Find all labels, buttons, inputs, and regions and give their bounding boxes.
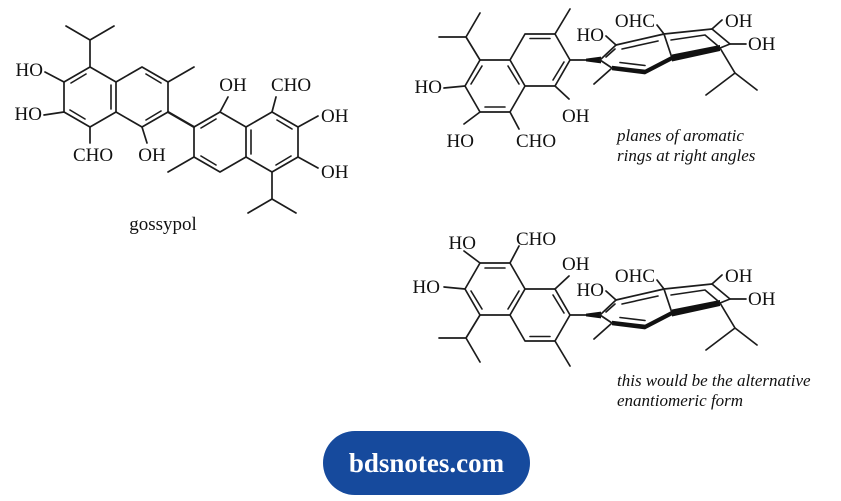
flat-double-bonds xyxy=(470,37,565,108)
atom-label-ho: HO xyxy=(577,25,604,46)
flat-substituent-bonds xyxy=(438,245,591,367)
gossypol-ring-left-a xyxy=(63,66,117,128)
atom-label-cho: CHO xyxy=(516,131,556,152)
atom-label-cho: CHO xyxy=(516,229,556,250)
gossypol-structure: HO HO CHO OH OH CHO OH OH gossypol xyxy=(15,25,349,235)
atom-label-cho: CHO xyxy=(73,145,113,166)
atom-label-oh: OH xyxy=(138,145,166,166)
biaryl-wedge xyxy=(586,311,601,319)
perspective-front-wedge xyxy=(612,320,645,330)
atom-label-ohc: OHC xyxy=(615,266,655,287)
gossypol-ring-right-b xyxy=(245,111,299,173)
atom-label-oh: OH xyxy=(725,266,753,287)
gossypol-caption: gossypol xyxy=(129,214,197,235)
atom-label-ohc: OHC xyxy=(615,11,655,32)
atom-label-ho: HO xyxy=(15,104,42,125)
right-angle-note-line1: planes of aromatic xyxy=(616,126,744,145)
atom-label-ho: HO xyxy=(447,131,474,152)
perspective-front-wedge xyxy=(645,310,672,330)
atom-label-oh: OH xyxy=(562,254,590,275)
enantiomer-note-line2: enantiomeric form xyxy=(617,391,743,410)
gossypol-biaryl-bond xyxy=(166,110,196,129)
right-angle-structure: HO HO CHO OH HO OHC OH OH planes of arom… xyxy=(415,8,776,165)
bdsnotes-badge-label: bdsnotes.com xyxy=(348,447,505,478)
gossypol-substituent-bonds xyxy=(43,25,319,214)
flat-ring-a xyxy=(464,262,526,316)
atom-label-ho: HO xyxy=(577,280,604,301)
atom-label-ho: HO xyxy=(415,77,442,98)
bdsnotes-badge[interactable]: bdsnotes.com xyxy=(323,431,530,495)
atom-label-oh: OH xyxy=(725,11,753,32)
flat-substituent-bonds xyxy=(438,8,591,130)
enantiomer-structure: HO HO CHO OH HO OHC OH OH this would be … xyxy=(413,229,811,410)
perspective-double-bonds xyxy=(605,289,719,322)
perspective-substituent-bonds xyxy=(593,19,758,96)
gossypol-ring-left-b xyxy=(115,66,169,128)
enantiomer-note-line1: this would be the alternative xyxy=(617,371,811,390)
gossypol-double-bonds xyxy=(69,73,293,166)
atom-label-oh: OH xyxy=(321,106,349,127)
atom-label-ho: HO xyxy=(16,60,43,81)
flat-double-bonds xyxy=(470,267,565,338)
flat-ring-a xyxy=(464,59,526,113)
flat-ring-b xyxy=(509,33,571,87)
perspective-front-wedge xyxy=(612,65,645,75)
perspective-front-wedge xyxy=(645,55,672,75)
atom-label-ho: HO xyxy=(413,277,440,298)
atom-label-oh: OH xyxy=(748,34,776,55)
flat-ring-b xyxy=(509,288,571,342)
perspective-double-bonds xyxy=(605,34,719,67)
atom-label-oh: OH xyxy=(562,106,590,127)
atom-label-cho: CHO xyxy=(271,75,311,96)
gossypol-ring-right-a xyxy=(193,111,247,173)
atom-label-oh: OH xyxy=(219,75,247,96)
perspective-front-wedge xyxy=(672,300,720,317)
biaryl-wedge xyxy=(586,56,601,64)
atom-label-oh: OH xyxy=(321,162,349,183)
atom-label-ho: HO xyxy=(449,233,476,254)
right-angle-note-line2: rings at right angles xyxy=(617,146,756,165)
atom-label-oh: OH xyxy=(748,289,776,310)
perspective-front-wedge xyxy=(672,45,720,62)
perspective-substituent-bonds xyxy=(593,274,758,351)
